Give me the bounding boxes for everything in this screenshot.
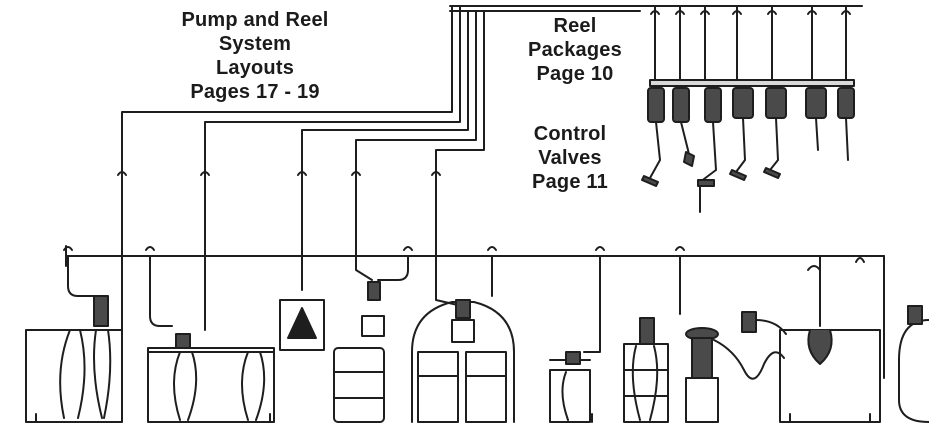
reel-packages-label: Reel Packages Page 10 (520, 14, 630, 86)
header-risers (122, 6, 484, 330)
control-valves-line-3: Page 11 (532, 171, 608, 193)
reel-packages-line-2: Packages (528, 39, 622, 61)
reel-package-drops (651, 6, 850, 82)
tank-2 (148, 334, 274, 422)
tank-1 (26, 296, 122, 422)
reel-packages-line-1: Reel (553, 15, 597, 37)
double-drum (412, 300, 514, 422)
reel-rack-bar (650, 80, 854, 86)
hose-reels (648, 88, 854, 122)
pump-reel-line-2: Layouts (215, 57, 295, 79)
pump-reel-line-1: Pump and Reel System (181, 9, 329, 55)
main-manifold (66, 246, 884, 378)
drum-2 (550, 352, 590, 422)
riser-hooks (118, 172, 440, 175)
floor-feet (36, 414, 870, 422)
pump-reel-layouts-label: Pump and Reel System Layouts Pages 17 - … (150, 8, 360, 104)
drum-1 (334, 282, 384, 422)
pump-reel-line-3: Pages 17 - 19 (190, 81, 320, 103)
drain-receptacle (686, 328, 784, 422)
control-valves (642, 118, 848, 212)
waste-tank (742, 312, 880, 422)
manifold-drops (64, 247, 864, 352)
reel-packages-line-3: Page 10 (536, 63, 614, 85)
control-valves-line-1: Control (533, 123, 607, 145)
control-valves-line-2: Valves (538, 147, 602, 169)
warning-sign (280, 300, 324, 350)
control-valves-label: Control Valves Page 11 (510, 122, 630, 194)
drum-3 (624, 318, 668, 422)
round-tank (899, 306, 929, 422)
